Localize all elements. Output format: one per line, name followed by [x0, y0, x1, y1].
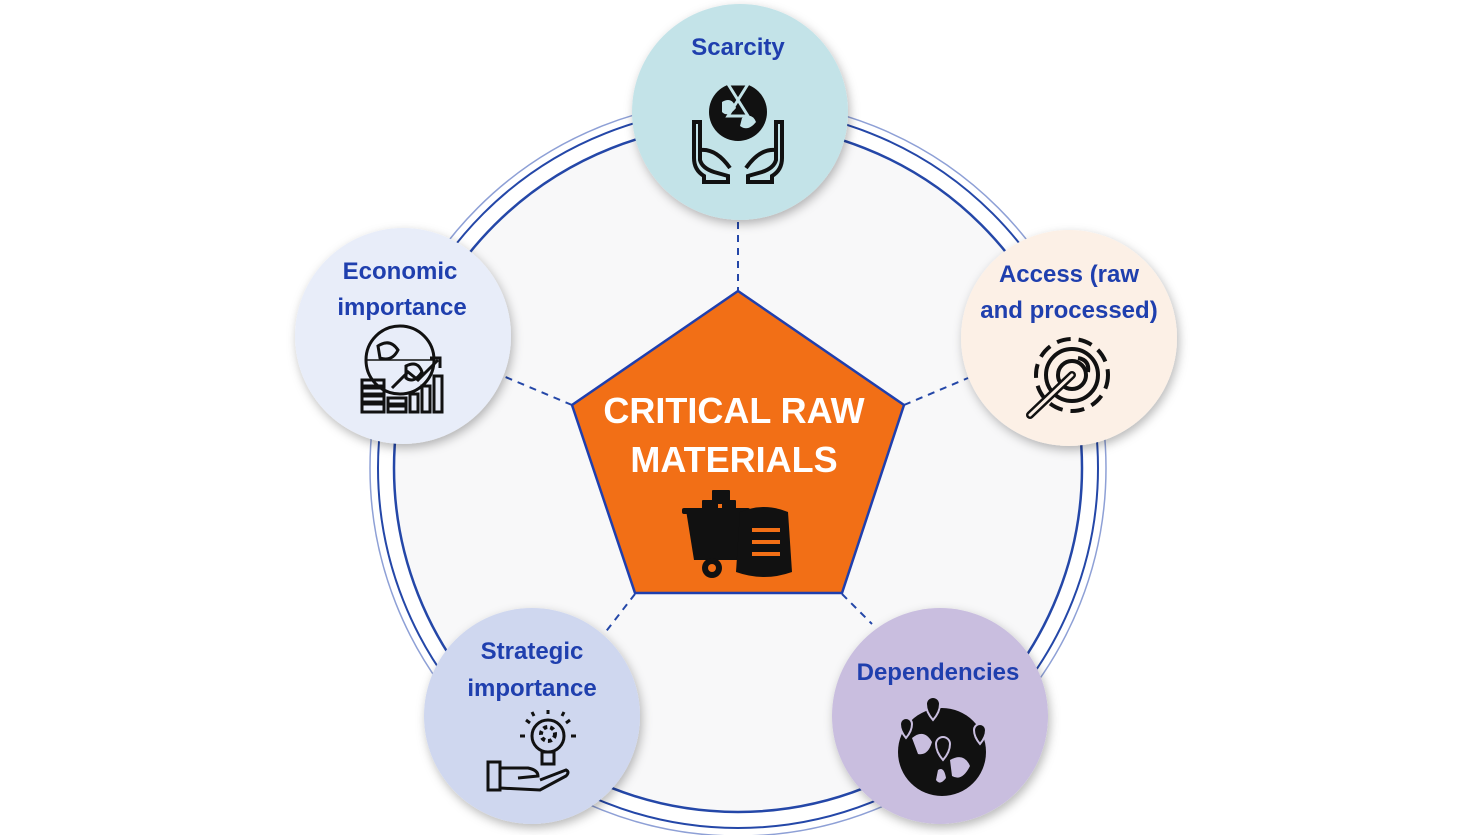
node-scarcity: Scarcity: [632, 4, 848, 220]
strategic-label-line2: importance: [467, 675, 596, 702]
connector-access: [903, 377, 969, 406]
dashed-connectors: [502, 222, 969, 635]
access-label-line1: Access (raw: [999, 261, 1139, 288]
strategic-circle: [424, 608, 640, 824]
pentagon-shape: [570, 289, 906, 595]
earth-hourglass-hands-icon: [692, 82, 784, 184]
center-title-line1: CRITICAL RAW: [603, 390, 864, 431]
node-economic-importance: Economic importance: [295, 228, 511, 444]
economic-label-line1: Economic: [343, 258, 458, 285]
globe-coins-growth-chart-icon: [360, 324, 444, 414]
raw-materials-cart-icon: [682, 490, 792, 578]
connector-strategic: [603, 593, 636, 635]
node-access: Access (raw and processed): [961, 230, 1177, 446]
center-pentagon: CRITICAL RAW MATERIALS: [570, 289, 906, 595]
node-strategic-importance: Strategic importance: [424, 608, 640, 824]
globe-location-pins-icon: [898, 696, 988, 796]
scarcity-label: Scarcity: [691, 34, 785, 61]
economic-circle: [295, 228, 511, 444]
hand-lightbulb-gear-icon: [486, 710, 576, 792]
dependencies-label: Dependencies: [857, 659, 1020, 686]
economic-label-line2: importance: [337, 294, 466, 321]
center-title-line2: MATERIALS: [630, 439, 837, 480]
access-label-line2: and processed): [980, 297, 1157, 324]
strategic-label-line1: Strategic: [481, 638, 584, 665]
gear-pickaxe-icon: [1026, 337, 1110, 419]
node-dependencies: Dependencies: [832, 608, 1048, 824]
